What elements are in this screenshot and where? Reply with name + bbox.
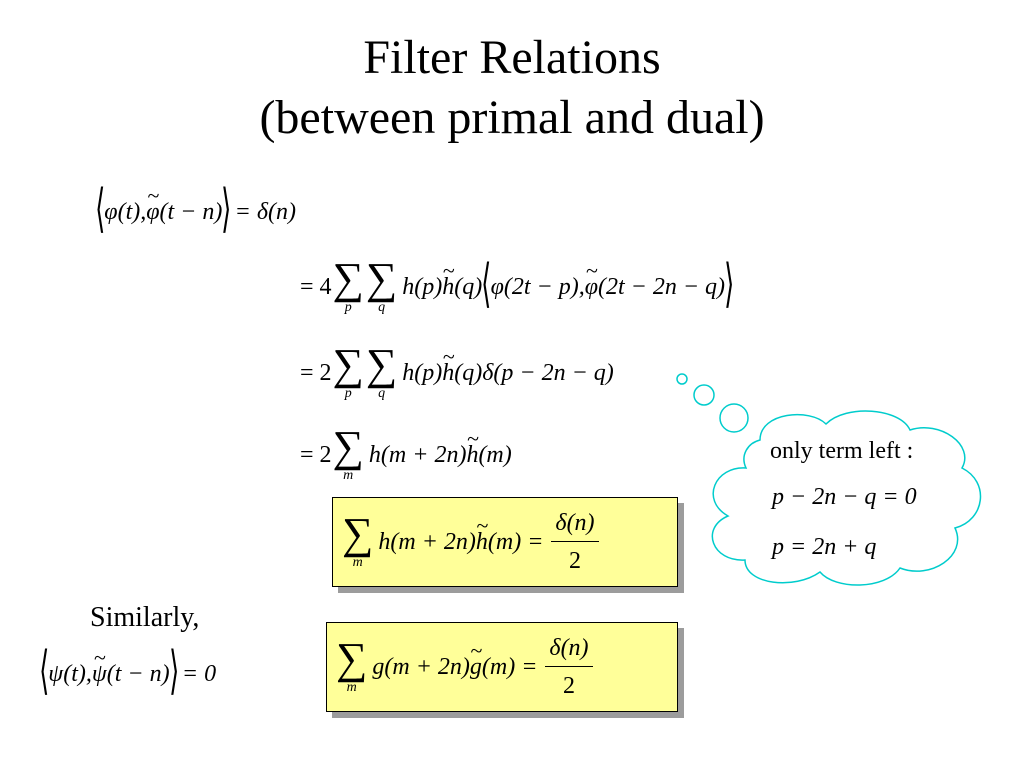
eq2-phi-tilde: φ [585, 274, 598, 301]
box2-mid: (m) = [481, 653, 538, 680]
equation-inner-product: ⟨ φ(t), φ (t − n) ⟩ = δ(n) [95, 184, 297, 239]
eq3-tail: (q)δ(p − 2n − q) [454, 359, 614, 386]
eq3-h-tilde: h [442, 360, 454, 387]
eq4-coef: = 2 [300, 441, 332, 468]
box1-lhs: h(m + 2n) [378, 528, 476, 555]
thought-line-1: only term left : [770, 438, 914, 464]
box2-lhs: g(m + 2n) [372, 653, 470, 680]
box1-mid: (m) = [487, 528, 544, 555]
title-line-1: Filter Relations [363, 31, 661, 84]
eq3-hp: h(p) [402, 359, 443, 386]
eq2-sub-q: q [378, 300, 386, 315]
thought-line-2: p − 2n − q = 0 [772, 484, 917, 510]
box2-fraction: δ(n) 2 [545, 635, 593, 700]
equation-psi: ⟨ ψ(t), ψ (t − n) ⟩ = 0 [39, 646, 217, 702]
eq2-hq: (q) [454, 273, 483, 300]
psi-tail: (t − n) [106, 660, 170, 687]
eq4-tail: (m) [478, 441, 512, 468]
eq2-h-tilde: h [442, 274, 454, 301]
eq4-h-tilde: h [466, 442, 478, 469]
thought-bubble-medium [693, 384, 715, 406]
eq1-rhs: = δ(n) [234, 198, 297, 225]
eq2-tail: (2t − 2n − q) [597, 273, 726, 300]
result-box-g: ∑m g(m + 2n) g (m) = δ(n) 2 [326, 622, 678, 712]
thought-bubble-small [676, 373, 688, 385]
thought-line-3: p = 2n + q [772, 534, 877, 560]
box2-sub-m: m [346, 680, 357, 695]
box2-g-tilde: g [470, 654, 482, 681]
eq4-sub-m: m [343, 468, 354, 483]
eq3-sub-p: p [344, 386, 352, 401]
eq3-sub-q: q [378, 386, 386, 401]
psi-tilde: ψ [92, 661, 107, 688]
box1-denominator: 2 [568, 547, 581, 574]
eq2-hp: h(p) [402, 273, 443, 300]
equation-single-sum: = 2 ∑m h(m + 2n) h (m) [300, 420, 512, 490]
eq4-hm: h(m + 2n) [368, 441, 467, 468]
eq1-phi: φ(t), [104, 198, 147, 225]
eq2-coef: = 4 [300, 273, 332, 300]
equation-double-sum-2: = 2 ∑p ∑q h(p) h (q)δ(p − 2n − q) [300, 338, 614, 408]
box1-sub-m: m [352, 555, 363, 570]
title-line-2: (between primal and dual) [259, 91, 765, 144]
psi-term: ψ(t), [48, 660, 92, 687]
eq1-phi-tilde: φ [146, 199, 159, 226]
eq2-sub-p: p [344, 300, 352, 315]
similarly-label: Similarly, [90, 602, 200, 633]
equation-double-sum-4: = 4 ∑p ∑q h(p) h (q) ⟨ φ(2t − p), φ (2t … [300, 252, 734, 322]
psi-rhs: = 0 [181, 660, 217, 687]
box2-numerator: δ(n) [545, 635, 593, 667]
eq2-phi: φ(2t − p), [490, 273, 585, 300]
thought-bubble-large [719, 403, 749, 433]
box2-denominator: 2 [562, 672, 575, 699]
eq1-tail: (t − n) [159, 198, 223, 225]
box1-numerator: δ(n) [551, 510, 599, 542]
box1-h-tilde: h [476, 529, 488, 556]
eq3-coef: = 2 [300, 359, 332, 386]
box1-fraction: δ(n) 2 [551, 510, 599, 575]
result-box-h: ∑m h(m + 2n) h (m) = δ(n) 2 [332, 497, 678, 587]
slide-title: Filter Relations (between primal and dua… [0, 28, 1024, 148]
